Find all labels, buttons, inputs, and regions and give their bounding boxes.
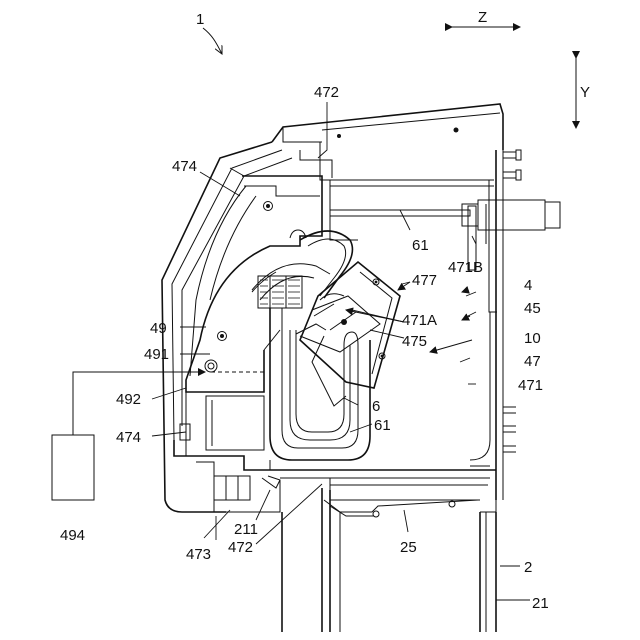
tube-6: [252, 231, 370, 460]
label-474-bottom: 474: [116, 429, 141, 446]
reference-labels: 1 Z Y 472 474 61 471B 477 4 45 471A 49 4…: [60, 9, 590, 612]
swing-member-471A: [296, 262, 400, 406]
label-2: 2: [524, 559, 532, 576]
label-49: 49: [150, 320, 167, 337]
controller-box: [52, 435, 94, 500]
label-475: 475: [402, 333, 427, 350]
label-45-arrow: [462, 316, 470, 320]
lower-wall: [174, 440, 496, 470]
label-6: 6: [372, 398, 380, 415]
rod-61: [330, 180, 494, 270]
tray-25: [324, 500, 478, 512]
label-492: 492: [116, 391, 141, 408]
label-10-arrow: [430, 340, 472, 352]
label-471B: 471B: [448, 259, 483, 276]
label-z-axis: Z: [478, 9, 487, 26]
label-10: 10: [524, 330, 541, 347]
label-4: 4: [524, 277, 532, 294]
label-471: 471: [518, 377, 543, 394]
label-472-bottom: 472: [228, 539, 253, 556]
label-y-axis: Y: [580, 84, 590, 101]
label-61-top: 61: [412, 237, 429, 254]
top-cover: [272, 104, 503, 150]
label-211: 211: [234, 521, 258, 538]
label-494: 494: [60, 527, 85, 544]
label-474-top: 474: [172, 158, 197, 175]
label-473: 473: [186, 546, 211, 563]
label-47: 47: [524, 353, 541, 370]
label-45: 45: [524, 300, 541, 317]
sensor-492: [205, 360, 217, 372]
label-477: 477: [412, 272, 437, 289]
label-472-top: 472: [314, 84, 339, 101]
label-61-bottom: 61: [374, 417, 391, 434]
label-491: 491: [144, 346, 169, 363]
base-473: [214, 476, 250, 500]
label-21: 21: [532, 595, 549, 612]
label-device: 1: [196, 11, 204, 28]
label-4-arrow: [462, 290, 468, 292]
bottom-assembly: [174, 312, 496, 632]
label-471A: 471A: [402, 312, 437, 329]
axis-indicator: [452, 27, 576, 128]
label-25: 25: [400, 539, 417, 556]
device-pointer-arrow: [203, 28, 222, 54]
